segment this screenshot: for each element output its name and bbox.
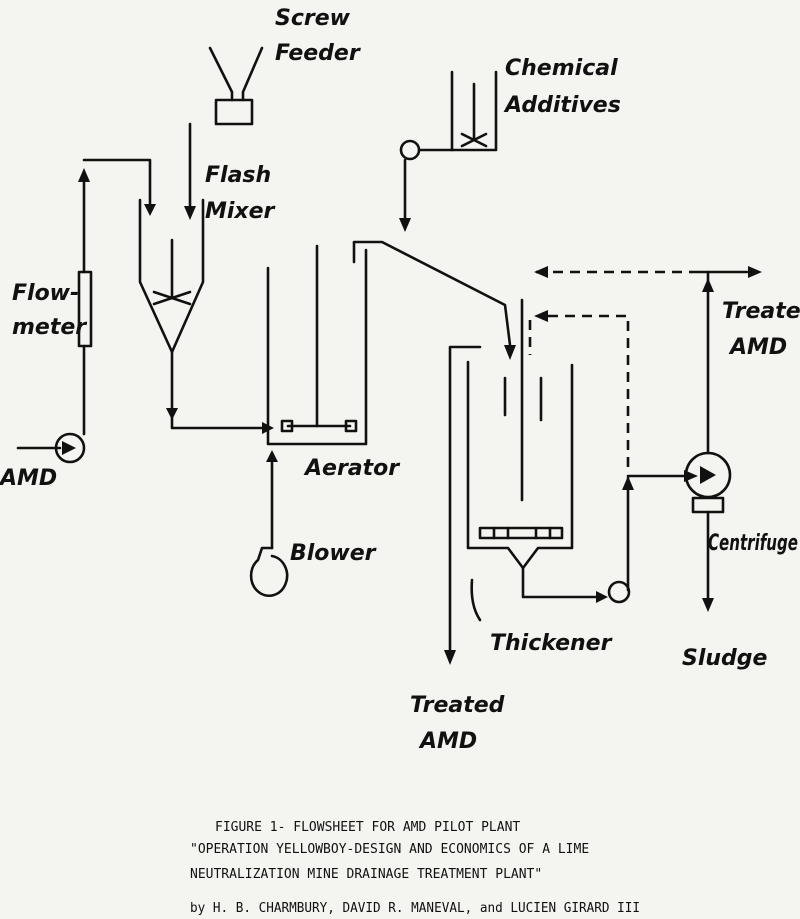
screw-label-line1: Screw [275, 6, 351, 31]
screw-feeder [184, 46, 264, 220]
amd-inlet-label: AMD [0, 466, 57, 491]
treated-bottom-label-line2: AMD [418, 729, 477, 754]
aerator-outlet-line [352, 240, 516, 360]
flash-label-line1: Flash [205, 163, 271, 188]
chemical-additives-tank [399, 70, 498, 232]
caption-line4: by H. B. CHARMBURY, DAVID R. MANEVAL, an… [190, 901, 640, 916]
thickener-pointer [470, 578, 482, 622]
chemical-label-line1: Chemical [505, 56, 618, 81]
treated-top-label-line1: Treated [722, 299, 800, 324]
caption-line2: "OPERATION YELLOWBOY-DESIGN AND ECONOMIC… [190, 842, 589, 857]
flash-mixer [138, 198, 274, 434]
caption-line3: NEUTRALIZATION MINE DRAINAGE TREATMENT P… [190, 867, 542, 882]
centrifuge-feed-line [622, 470, 698, 592]
aerator-tank [266, 244, 368, 446]
caption-line1: FIGURE 1- FLOWSHEET FOR AMD PILOT PLANT [215, 820, 520, 835]
centrifuge [684, 266, 762, 612]
meter-label-line2: meter [12, 315, 87, 340]
treated-bottom-label-line1: Treated [410, 693, 505, 718]
thickener-label: Thickener [490, 631, 613, 656]
recycle-lines [528, 266, 692, 470]
centrifuge-label: Centrifuge [708, 531, 798, 556]
additives-label-line2: Additives [503, 93, 621, 118]
thickener-tank [444, 298, 631, 665]
flow-label-line1: Flow- [12, 281, 79, 306]
treated-top-label-line2: AMD [728, 335, 787, 360]
sludge-label: Sludge [682, 646, 768, 671]
aerator-label: Aerator [303, 456, 400, 481]
blower [249, 450, 289, 597]
blower-label: Blower [290, 541, 377, 566]
mixer-label-line2: Mixer [205, 199, 276, 224]
feeder-label-line2: Feeder [275, 41, 361, 66]
amd-inlet-line [16, 158, 156, 464]
